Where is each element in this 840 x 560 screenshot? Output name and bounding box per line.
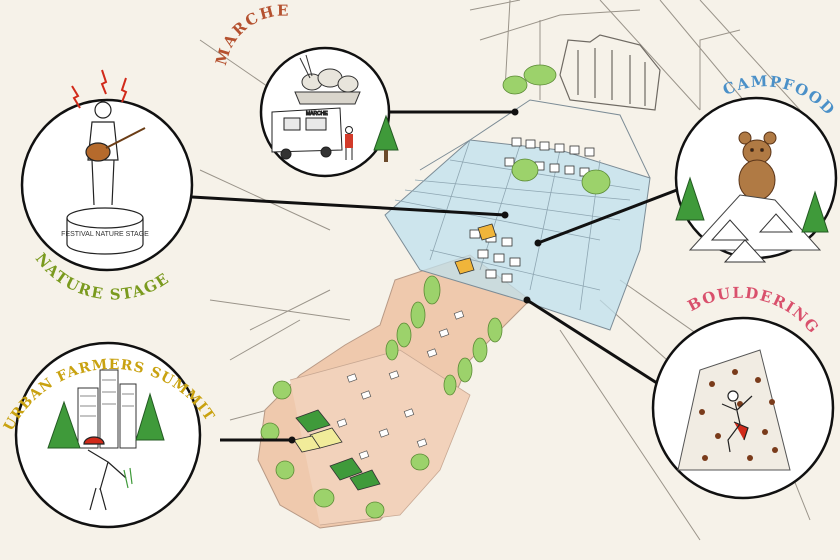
- urban-farmers-leader-dot: [288, 436, 296, 444]
- marche-label: MARCHE: [212, 2, 290, 68]
- city-skyline-icon: [77, 369, 137, 449]
- urban-farmers-vignette: URBAN FARMERS SUMMIT: [1, 341, 217, 529]
- nature-stage-leader-dot: [501, 211, 509, 219]
- market-stalls: [469, 137, 595, 283]
- nature-stage-leader-line: [191, 195, 506, 217]
- campfood-leader-line: [537, 183, 691, 245]
- vendor-person-icon: [345, 126, 353, 160]
- climbing-wall-icon: [677, 349, 791, 471]
- palace-building: [559, 34, 661, 111]
- greenery: [260, 64, 611, 519]
- food-truck-icon: MARCHE: [271, 107, 343, 160]
- guitarist-icon: [85, 101, 146, 206]
- plaza-seating: [336, 310, 465, 460]
- bear-icon: [738, 131, 777, 201]
- farm-plots: [293, 223, 497, 491]
- plaza-ground: [257, 254, 531, 529]
- bouldering-leader-line: [526, 298, 661, 387]
- climber-icon: [721, 390, 753, 453]
- truck-sign: MARCHE: [306, 111, 328, 117]
- camp-pine-trees-icon: [675, 176, 829, 233]
- bouldering-leader-dot: [523, 296, 531, 304]
- campfood-leader-dot: [534, 239, 542, 247]
- farmer-icon: [83, 436, 133, 511]
- marche-leader-dot: [511, 108, 519, 116]
- stage-plinth: FESTIVAL NATURE STAGE: [61, 207, 149, 255]
- vegetable-basket-icon: [294, 54, 361, 105]
- tents-icon: [710, 213, 794, 263]
- sound-burst-icon: [71, 69, 128, 109]
- farm-pine-trees-icon: [47, 392, 165, 449]
- nature-stage-vignette: FESTIVAL NATURE STAGE NATURE STAGE: [20, 69, 194, 304]
- pine-tree-icon: [373, 114, 399, 162]
- bouldering-vignette: BOULDERING: [651, 284, 835, 500]
- leader-lines: [191, 110, 691, 442]
- stage-plinth-text: FESTIVAL NATURE STAGE: [61, 231, 149, 238]
- marche-vignette: MARCHE MARCHE: [212, 2, 399, 178]
- campfood-vignette: CAMPFOOD: [674, 72, 837, 263]
